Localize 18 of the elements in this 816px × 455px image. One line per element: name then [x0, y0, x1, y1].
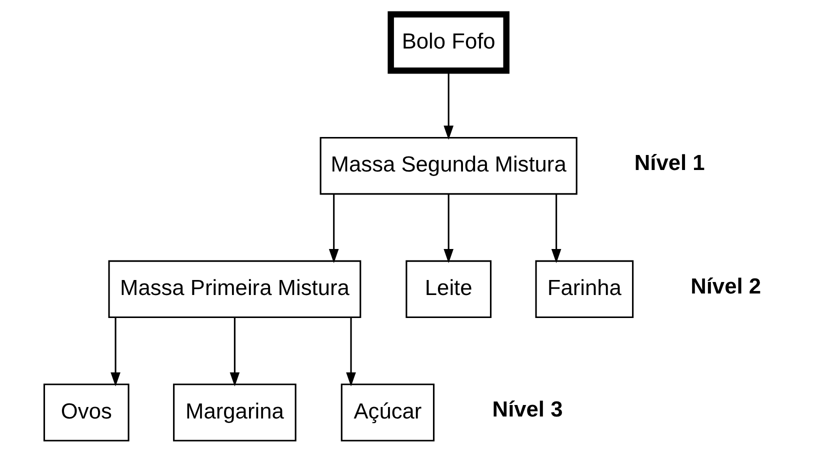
- node-box: Massa Primeira Mistura: [108, 260, 362, 318]
- arrow: [551, 194, 562, 264]
- arrow: [444, 71, 454, 140]
- label: Nível 2: [690, 273, 762, 298]
- node-box: Leite: [406, 260, 492, 318]
- arrow: [328, 194, 339, 264]
- label: Nível 1: [634, 150, 705, 176]
- node-box: Açúcar: [340, 384, 435, 442]
- node-box: Margarina: [173, 384, 296, 442]
- node-box: Massa Segunda Mistura: [320, 136, 578, 195]
- arrow: [230, 318, 240, 386]
- node-box: Farinha: [535, 260, 634, 318]
- arrow: [110, 318, 120, 386]
- label: Nível 3: [492, 396, 563, 422]
- node-box: Bolo Fofo: [388, 11, 510, 74]
- node-box: Ovos: [43, 384, 130, 442]
- arrow: [444, 194, 454, 264]
- arrow: [346, 318, 356, 386]
